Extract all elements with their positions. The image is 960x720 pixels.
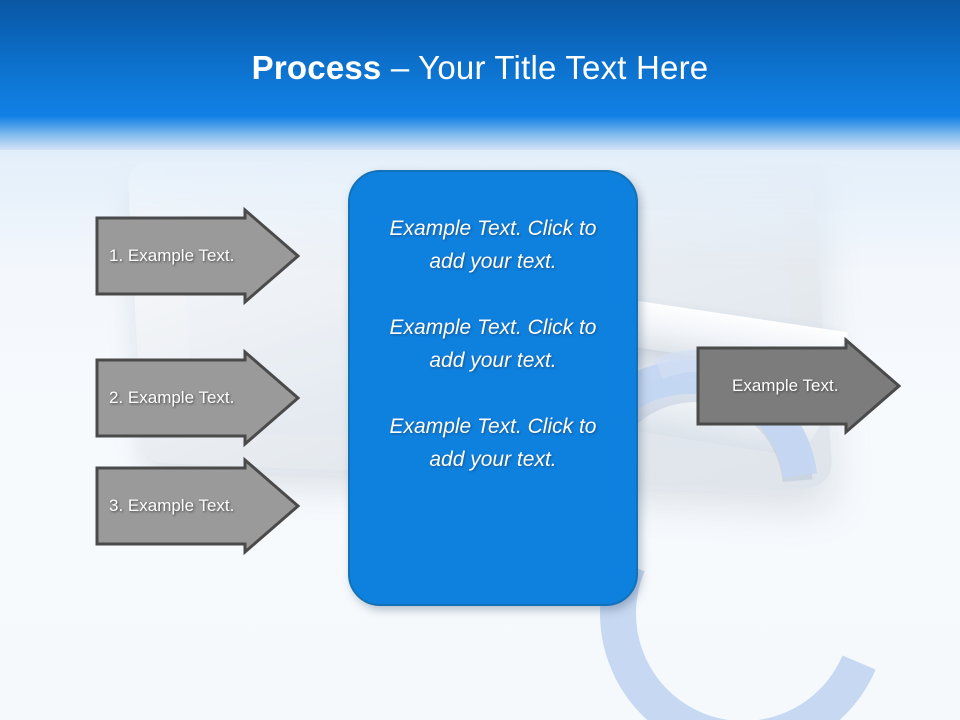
- arrow-right-icon: [95, 456, 301, 556]
- process-paragraph-1: Example Text. Click to add your text.: [389, 217, 597, 273]
- arrow-right-icon: [95, 206, 301, 306]
- input-arrow-3-label: 3. Example Text.: [109, 496, 235, 515]
- process-paragraph-3: Example Text. Click to add your text.: [389, 415, 597, 471]
- input-arrow-2[interactable]: 2. Example Text.: [95, 348, 301, 448]
- output-arrow-label: Example Text.: [732, 376, 839, 395]
- process-paragraph-2: Example Text. Click to add your text.: [389, 316, 597, 372]
- input-arrow-3[interactable]: 3. Example Text.: [95, 456, 301, 556]
- output-arrow[interactable]: Example Text.: [696, 336, 902, 436]
- input-arrow-2-label: 2. Example Text.: [109, 388, 235, 407]
- process-content-box[interactable]: Example Text. Click to add your text. Ex…: [348, 170, 638, 606]
- input-arrow-1-label: 1. Example Text.: [109, 246, 235, 265]
- page-title: Process – Your Title Text Here: [0, 49, 960, 87]
- page-title-strong: Process: [251, 49, 382, 86]
- arrow-right-icon: [696, 336, 902, 436]
- input-arrow-1[interactable]: 1. Example Text.: [95, 206, 301, 306]
- arrow-right-icon: [95, 348, 301, 448]
- title-band: [0, 0, 960, 118]
- page-title-rest: – Your Title Text Here: [381, 49, 709, 86]
